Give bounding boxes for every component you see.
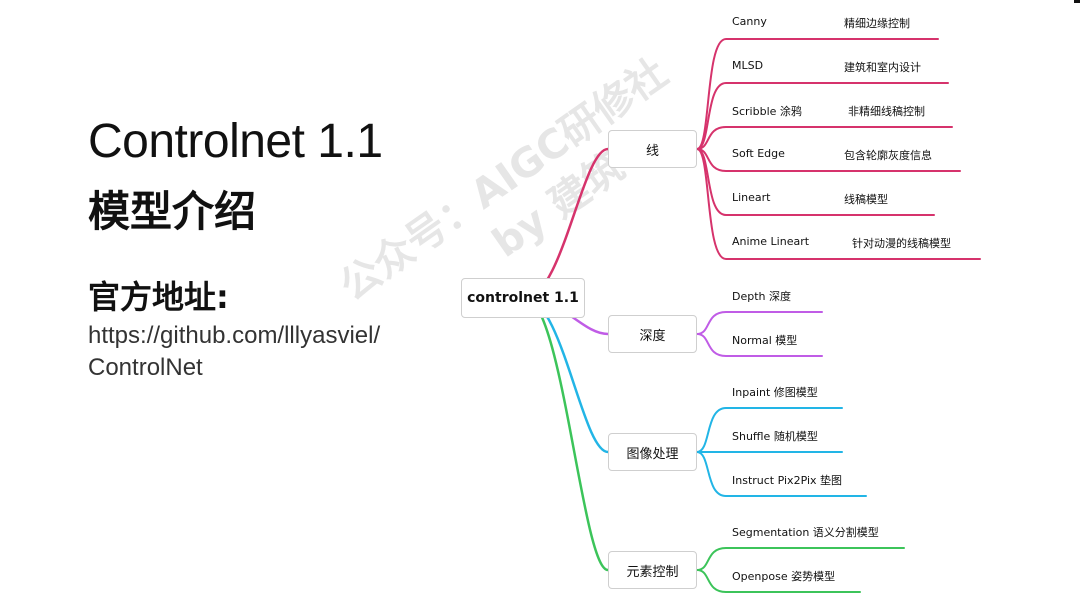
mindmap-branch-node[interactable]: 线 [608,130,697,168]
mindmap-leaf-label[interactable]: Lineart [732,191,771,204]
leaf-connector [696,38,939,150]
branch-connector [523,147,610,300]
mindmap-leaf-label[interactable]: Instruct Pix2Pix 垫图 [732,474,843,487]
mindmap-leaf-label[interactable]: Scribble 涂鸦 [732,105,802,118]
mindmap-leaf-description: 精细边缘控制 [844,17,910,30]
mindmap-leaf-label[interactable]: Soft Edge [732,147,785,160]
branch-connector [523,296,610,572]
branch-connector [523,296,610,454]
address-url-line2: ControlNet [88,354,203,381]
leaf-connector [696,407,843,453]
mindmap-leaf-description: 针对动漫的线稿模型 [852,237,951,250]
leaf-connector [696,451,867,497]
mindmap-leaf-label[interactable]: MLSD [732,59,764,72]
slide-title-cn: 模型介绍 [88,187,257,236]
mindmap-leaf-description: 非精细线稿控制 [848,105,925,118]
mindmap-leaf-label[interactable]: Normal 模型 [732,334,798,347]
corner-mark [1074,0,1080,3]
mindmap-branch-node[interactable]: 图像处理 [608,433,697,471]
mindmap-leaf-description: 线稿模型 [844,193,888,206]
mindmap-leaf-description: 包含轮廓灰度信息 [844,149,932,162]
leaf-connector [696,82,949,150]
slide-title-en: Controlnet 1.1 [88,115,383,168]
leaf-connector [696,333,823,357]
mindmap-leaf-label[interactable]: Inpaint 修图模型 [732,386,818,399]
mindmap-leaf-label[interactable]: Shuffle 随机模型 [732,430,818,443]
leaf-connector [696,311,823,335]
mindmap-leaf-label[interactable]: Depth 深度 [732,290,792,303]
mindmap-leaf-label[interactable]: Canny [732,15,767,28]
leaf-connector [696,569,861,593]
leaf-connector [696,148,981,260]
mindmap-leaf-label[interactable]: Segmentation 语义分割模型 [732,526,879,539]
mindmap-root-node[interactable]: controlnet 1.1 [461,278,585,318]
mindmap-branch-node[interactable]: 元素控制 [608,551,697,589]
mindmap-branch-node[interactable]: 深度 [608,315,697,353]
leaf-connector [696,547,905,571]
mindmap-leaf-label[interactable]: Openpose 姿势模型 [732,570,836,583]
leaf-connector [696,126,953,150]
mindmap-leaf-label[interactable]: Anime Lineart [732,235,810,248]
address-url-line1: https://github.com/lllyasviel/ [88,322,381,349]
mindmap-leaf-description: 建筑和室内设计 [844,61,921,74]
address-url[interactable]: https://github.com/lllyasviel/ ControlNe… [88,320,408,384]
address-label: 官方地址: [88,278,229,316]
